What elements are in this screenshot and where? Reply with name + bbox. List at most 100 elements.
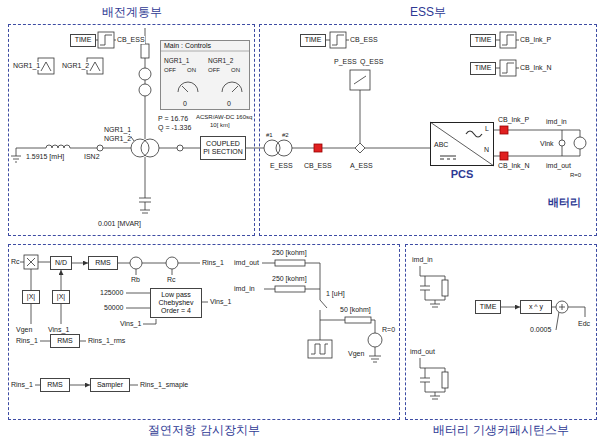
switch-icon	[38, 58, 54, 74]
signal-label: Rc	[11, 258, 20, 266]
block-text: TIME	[475, 64, 492, 72]
signal-label: Vgen	[16, 326, 32, 334]
block-box: TIME	[470, 34, 496, 47]
meter-symbol	[355, 143, 365, 153]
signal-label: R=0	[382, 326, 395, 334]
resistor-symbol	[141, 44, 149, 58]
signal-label: 1 [uH]	[326, 290, 345, 298]
block-box: TIME	[470, 62, 496, 75]
section-heading: 배전계통부	[9, 6, 254, 20]
block-text: x ^ y	[529, 303, 543, 311]
signal-label: Rins_1	[202, 259, 224, 267]
signal-label: CB_lnk_P	[520, 36, 551, 44]
ac-symbol	[466, 131, 482, 137]
panel-title-bar	[160, 51, 250, 52]
signal-label: imd_out	[234, 259, 259, 267]
signal-label: Vins_1	[120, 320, 141, 328]
signal-label: imd_out	[410, 348, 435, 356]
block-box: TIME	[300, 34, 326, 47]
dc-symbol	[440, 156, 456, 159]
summing-junction	[556, 301, 568, 313]
signal-label: imd_out	[546, 162, 571, 170]
block-box: Low pass Chebyshev Order = 4	[150, 288, 202, 318]
block-box: RMS	[50, 334, 80, 348]
step-block	[500, 60, 516, 76]
signal-label: Vins_1	[210, 298, 231, 306]
step-block	[500, 32, 516, 48]
capacitor-symbol	[139, 157, 151, 213]
signal-label: NGR1_1	[13, 62, 40, 70]
block-text: TIME	[480, 303, 497, 311]
signal-label: NGR1_2	[208, 57, 233, 64]
block-box: RMS	[40, 378, 70, 392]
resistor-symbol	[345, 317, 371, 323]
transformer-winding	[131, 139, 149, 157]
source-symbol	[139, 68, 151, 80]
wire	[96, 40, 116, 41]
section-heading: 배터리 기생커패시턴스부	[406, 424, 596, 438]
signal-label: A_ESS	[350, 162, 373, 170]
signal-label: ON	[231, 67, 240, 74]
signal-label: 0.001 [MVAR]	[98, 220, 141, 228]
signal-label: P = 16.76	[158, 115, 188, 123]
signal-label: P_ESS	[334, 58, 357, 66]
signal-label: 1.5915 [mH]	[26, 153, 64, 161]
signal-label: OFF	[208, 67, 220, 74]
switch-lever	[41, 62, 51, 71]
meter-probe	[177, 145, 183, 151]
block-box: |X|	[22, 290, 40, 304]
signal-label: Rb	[131, 276, 140, 284]
breaker-symbol	[500, 152, 508, 160]
square-wave	[311, 344, 328, 354]
battery-source	[574, 137, 586, 149]
wire	[262, 263, 320, 300]
signal-label: E_ESS	[270, 162, 293, 170]
transformer-winding	[276, 140, 292, 156]
section-heading: 절연저항 감시장치부	[9, 424, 399, 438]
signal-label: 50 [kohm]	[340, 306, 371, 314]
block-text: N/D	[55, 259, 67, 267]
signal-label: 50000	[104, 304, 123, 312]
step-block	[98, 32, 114, 48]
block-text: TIME	[305, 36, 322, 44]
section-region: 배전계통부TIMEMain : ControlsCOUPLED PI SECTI…	[8, 24, 255, 236]
resistor-symbol	[442, 372, 448, 388]
signal-label: imd_in	[234, 285, 255, 293]
block-box: RMS	[88, 256, 118, 270]
multiplier-sign	[27, 258, 35, 266]
voltmeter-symbol	[559, 140, 565, 146]
signal-label: CB_ESS	[117, 36, 145, 44]
signal-label: 배터리	[548, 196, 581, 209]
signal-label: ABC	[434, 141, 448, 149]
signal-label: CB_lnk_N	[520, 64, 552, 72]
signal-label: Q = -1.336	[158, 124, 191, 132]
section-region: 배터리 기생커패시턴스부TIMEx ^ y	[405, 244, 597, 420]
signal-label: Rins_1_smaple	[140, 381, 188, 389]
square-wave-source	[308, 340, 332, 358]
signal-label: 250 [kohm]	[272, 249, 307, 257]
wire	[246, 148, 264, 149]
signal-label: Q_ESS	[360, 58, 383, 66]
block-text: TIME	[475, 36, 492, 44]
block-text: RMS	[47, 381, 63, 389]
signal-connector	[61, 270, 62, 290]
step-signal	[100, 35, 112, 45]
block-text: |X|	[57, 293, 65, 301]
block-box: Sampler	[90, 378, 130, 392]
resistor-symbol	[442, 280, 448, 296]
signal-connector	[501, 307, 520, 308]
signal-label: Vins_1	[48, 326, 69, 334]
block-text: |X|	[27, 293, 35, 301]
signal-label: ISN2	[84, 153, 100, 161]
signal-label: Rins_1	[11, 381, 33, 389]
signal-label: NGR1_1	[164, 57, 189, 64]
inductor-symbol	[46, 145, 70, 148]
switch-lever	[90, 62, 100, 71]
signal-label: 250 [kohm]	[272, 275, 307, 283]
control-panel: Main : Controls	[160, 40, 250, 110]
signal-label: #1	[266, 132, 273, 139]
wiring-group	[11, 28, 586, 399]
block-text: TIME	[75, 36, 92, 44]
signal-label: CB_ESS	[304, 162, 332, 170]
signal-connector	[70, 385, 90, 386]
